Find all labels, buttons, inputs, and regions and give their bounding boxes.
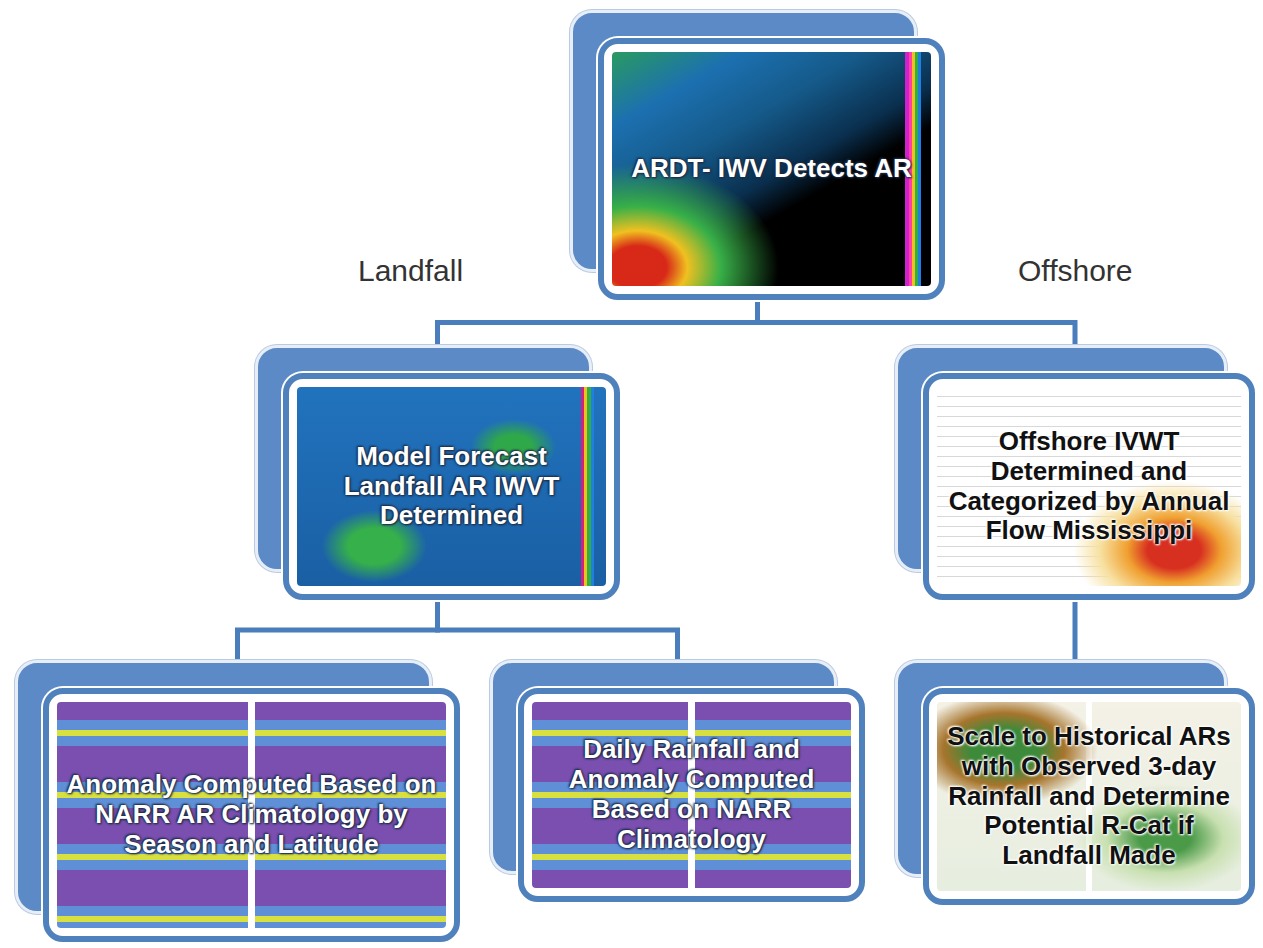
process-box: Scale to Historical ARs with Observed 3-… [895, 660, 1255, 905]
branch-label: Offshore [1018, 254, 1133, 288]
process-box: ARDT- IWV Detects AR [570, 10, 945, 300]
process-box: Anomaly Computed Based on NARR AR Climat… [15, 660, 460, 942]
box-text: ARDT- IWV Detects AR [631, 154, 912, 184]
box-text: Offshore IVWT Determined and Categorized… [943, 427, 1235, 547]
tree-connector [238, 600, 438, 660]
box-text: Scale to Historical ARs with Observed 3-… [943, 722, 1235, 871]
box-text: Daily Rainfall and Anomaly Computed Base… [538, 735, 845, 855]
box-text: Model Forecast Landfall AR IWVT Determin… [303, 442, 600, 532]
text-area: Offshore IVWT Determined and Categorized… [929, 379, 1249, 594]
tree-connector [438, 600, 678, 660]
card-frame: Offshore IVWT Determined and Categorized… [923, 373, 1255, 600]
box-text: Anomaly Computed Based on NARR AR Climat… [63, 770, 440, 860]
text-area: Model Forecast Landfall AR IWVT Determin… [289, 379, 614, 594]
text-area: Scale to Historical ARs with Observed 3-… [929, 694, 1249, 899]
tree-connector [1073, 600, 1078, 660]
process-box: Model Forecast Landfall AR IWVT Determin… [255, 345, 620, 600]
card-frame: Daily Rainfall and Anomaly Computed Base… [518, 688, 865, 902]
process-box: Daily Rainfall and Anomaly Computed Base… [490, 660, 865, 902]
tree-connector [438, 300, 758, 345]
text-area: Daily Rainfall and Anomaly Computed Base… [524, 694, 859, 896]
text-area: Anomaly Computed Based on NARR AR Climat… [49, 694, 454, 936]
card-frame: ARDT- IWV Detects AR [598, 38, 945, 300]
process-box: Offshore IVWT Determined and Categorized… [895, 345, 1255, 600]
card-frame: Model Forecast Landfall AR IWVT Determin… [283, 373, 620, 600]
branch-label: Landfall [358, 254, 463, 288]
tree-connector [758, 300, 1076, 345]
text-area: ARDT- IWV Detects AR [604, 44, 939, 294]
card-frame: Anomaly Computed Based on NARR AR Climat… [43, 688, 460, 942]
card-frame: Scale to Historical ARs with Observed 3-… [923, 688, 1255, 905]
